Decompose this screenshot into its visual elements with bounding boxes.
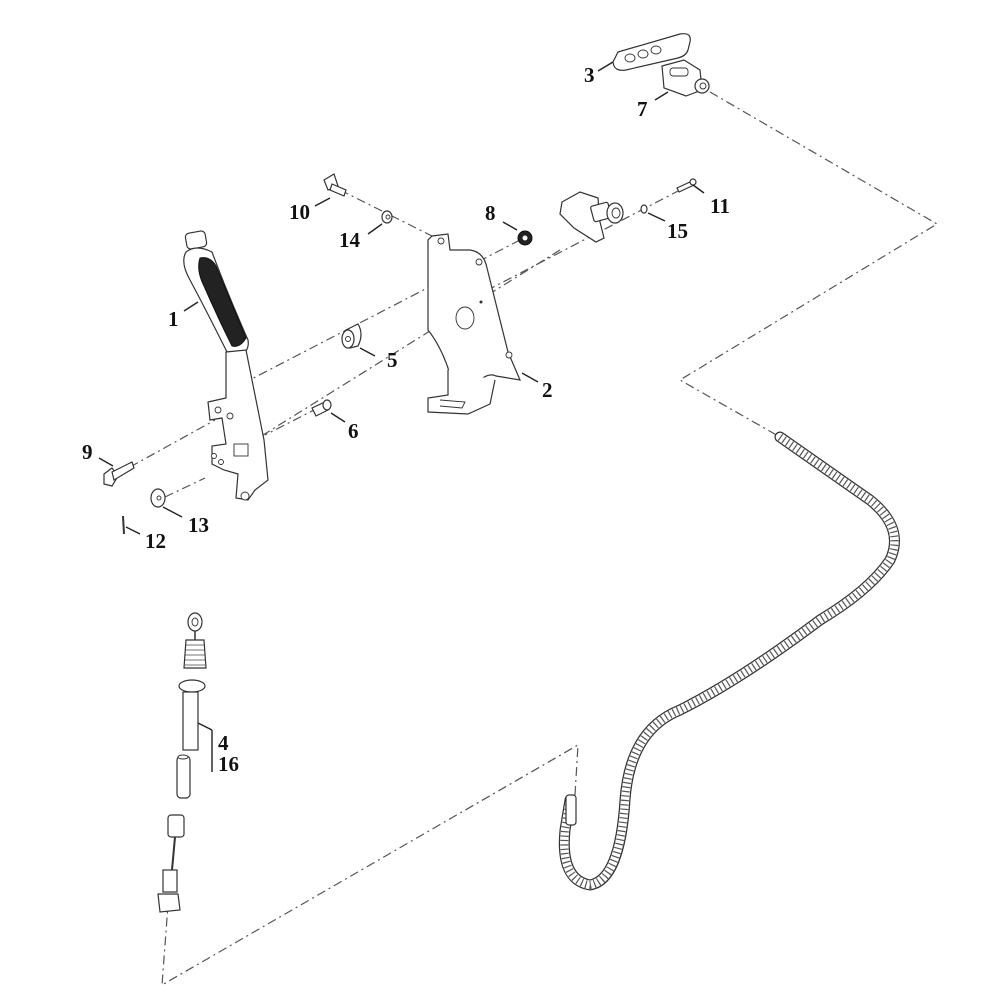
part-flat-washer-13[interactable] xyxy=(150,488,166,508)
part-cable-fitting-4-16[interactable] xyxy=(157,612,207,913)
part-spacer-5[interactable] xyxy=(341,323,362,349)
axis-bolt9-lever xyxy=(129,419,216,468)
axis-cable-fitting xyxy=(161,743,579,987)
callout-7: 7 xyxy=(637,97,648,121)
callouts: 3 7 10 14 8 11 15 1 5 2 6 9 13 12 4 16 xyxy=(82,61,730,776)
part-mounting-bracket[interactable] xyxy=(427,233,521,415)
part-brake-cable[interactable] xyxy=(558,431,900,891)
callout-2: 2 xyxy=(542,378,553,402)
part-shoulder-bolt-6[interactable] xyxy=(311,399,332,417)
part-nut-8[interactable] xyxy=(517,230,533,246)
callout-3: 3 xyxy=(584,63,595,87)
callout-12: 12 xyxy=(145,529,166,553)
part-hex-bolt-9[interactable] xyxy=(103,461,135,487)
callout-1: 1 xyxy=(168,307,179,331)
part-washer-14[interactable] xyxy=(381,210,393,224)
callout-4: 4 xyxy=(218,731,229,755)
callout-5: 5 xyxy=(387,348,398,372)
callout-10: 10 xyxy=(289,200,310,224)
callout-15: 15 xyxy=(667,219,688,243)
part-bolt-10[interactable] xyxy=(323,173,347,197)
callout-9: 9 xyxy=(82,440,93,464)
callout-8: 8 xyxy=(485,201,496,225)
axis-shoulder6 xyxy=(264,407,319,436)
part-pin-12[interactable] xyxy=(122,515,125,535)
part-hand-lever[interactable] xyxy=(183,230,269,501)
axis-switch-lever xyxy=(254,249,561,441)
part-link-plate[interactable] xyxy=(612,33,691,71)
part-washer-15[interactable] xyxy=(640,204,648,214)
callout-14: 14 xyxy=(339,228,361,252)
axis-clevis-cable xyxy=(678,91,939,438)
part-brake-switch[interactable] xyxy=(559,191,624,243)
assembly-axes xyxy=(129,91,939,987)
part-clevis[interactable] xyxy=(661,59,710,97)
callout-13: 13 xyxy=(188,513,209,537)
callout-6: 6 xyxy=(348,419,359,443)
callout-11: 11 xyxy=(710,194,730,218)
axis-washer13 xyxy=(164,477,206,498)
callout-16: 16 xyxy=(218,752,239,776)
